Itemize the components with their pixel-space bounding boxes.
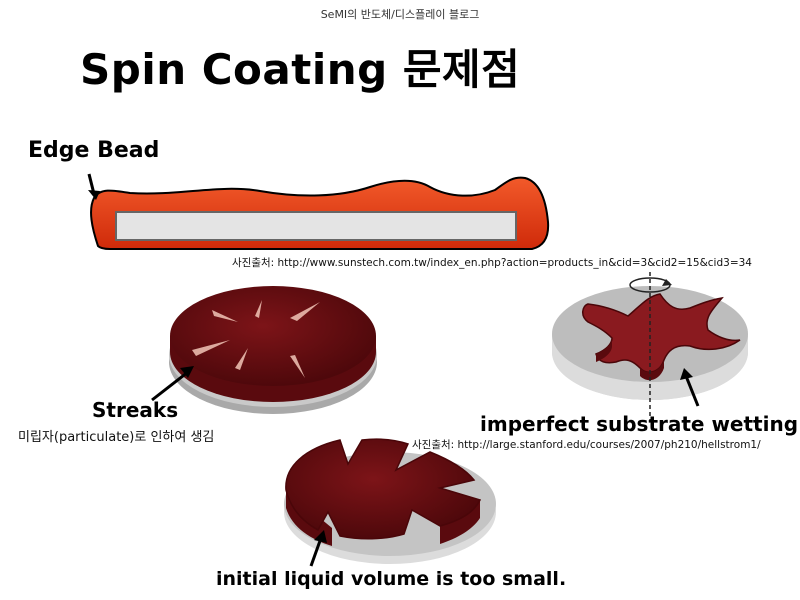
wetting-arrow-head — [680, 368, 693, 380]
volume-film — [285, 438, 482, 540]
streaks-arrow — [151, 370, 189, 402]
volume-label: initial liquid volume is too small. — [216, 568, 567, 590]
wetting-film-edge — [596, 338, 664, 381]
streak-mark — [212, 310, 238, 322]
wetting-diagram — [552, 272, 748, 420]
streaks-caption: 미립자(particulate)로 인하여 생김 — [18, 430, 215, 445]
streak-mark — [290, 302, 320, 321]
edge-bead-label: Edge Bead — [28, 138, 160, 163]
photo-credit-2: 사진출처: http://large.stanford.edu/courses/… — [412, 439, 761, 451]
streaks-label: Streaks — [92, 398, 179, 422]
wetting-label: imperfect substrate wetting — [480, 412, 799, 436]
wetting-arrow — [684, 375, 700, 407]
streaks-diagram — [151, 286, 377, 414]
edge-bead-arrow-head — [88, 190, 100, 200]
wetting-film — [582, 293, 741, 373]
streak-marks — [192, 300, 320, 378]
streaks-film — [170, 286, 376, 386]
volume-arrow — [309, 537, 323, 567]
streak-mark — [235, 348, 248, 370]
blog-name: SeMI의 반도체/디스플레이 블로그 — [320, 8, 480, 21]
streaks-arrow-head — [180, 366, 194, 378]
page-title: Spin Coating 문제점 — [80, 45, 521, 94]
streak-mark — [255, 300, 262, 318]
edge-bead-substrate — [115, 211, 517, 241]
edge-bead-diagram — [87, 173, 550, 250]
rotation-arrow-head — [662, 279, 672, 286]
streak-mark — [192, 340, 230, 356]
photo-credit-1: 사진출처: http://www.sunstech.com.tw/index_e… — [232, 257, 752, 269]
streak-mark — [290, 355, 305, 378]
volume-diagram — [284, 438, 496, 567]
volume-arrow-head — [314, 530, 327, 543]
